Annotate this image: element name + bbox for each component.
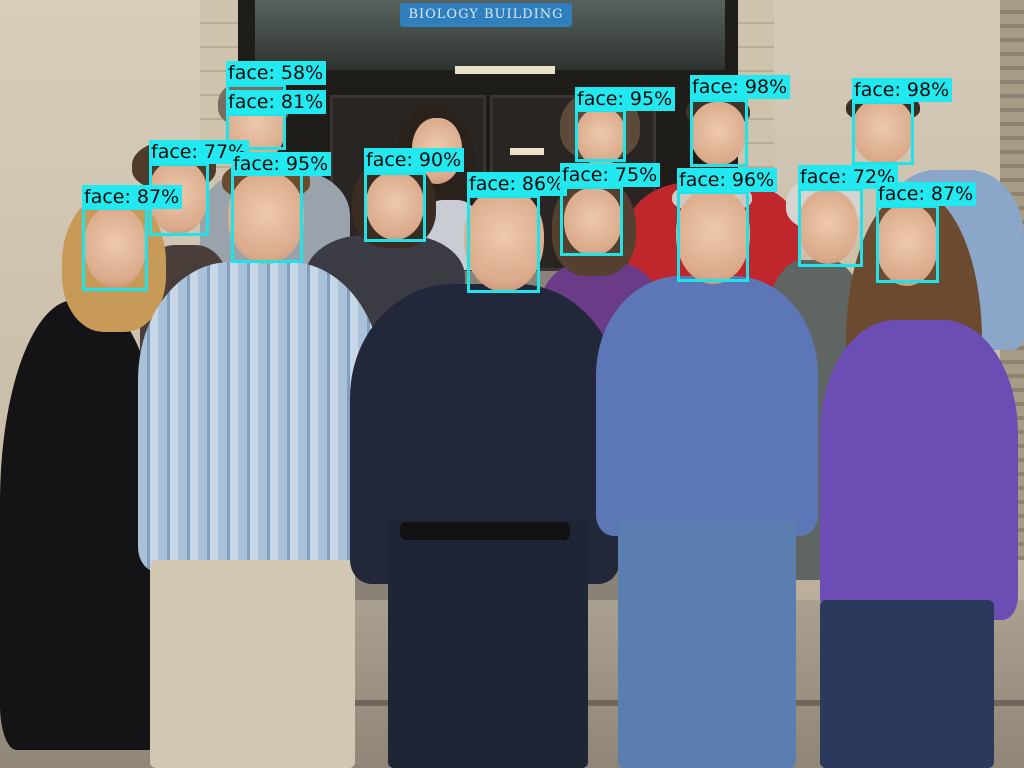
face-label-13: face: 72% [798, 165, 899, 189]
person-front-3-legs [388, 520, 588, 768]
face-box-6 [364, 172, 426, 242]
face-box-5 [82, 207, 148, 291]
face-box-2 [226, 113, 286, 150]
person-front-5-body [820, 320, 1018, 620]
face-label-2: face: 81% [226, 90, 327, 114]
face-label-11: face: 96% [677, 168, 778, 192]
person-front-4-head [676, 188, 750, 284]
person-front-2-body [138, 262, 382, 572]
face-box-9 [560, 186, 623, 256]
door-light [510, 148, 544, 155]
person-front-5-head [876, 204, 938, 286]
person-mid-3-head [564, 188, 622, 256]
person-front-1-head [84, 206, 146, 288]
person-front-3-belt [400, 522, 570, 540]
face-box-11 [677, 191, 749, 282]
face-box-12 [852, 101, 914, 165]
face-box-8 [575, 109, 626, 162]
face-box-4 [231, 173, 303, 263]
person-front-4-body [596, 276, 818, 536]
building-sign: BIOLOGY BUILDING [400, 3, 572, 27]
person-back-5-head [852, 98, 914, 164]
face-label-1: face: 58% [226, 61, 327, 85]
face-label-5: face: 87% [82, 185, 183, 209]
person-front-1-body [0, 300, 165, 750]
face-label-9: face: 75% [560, 163, 661, 187]
person-front-5-legs [820, 600, 994, 768]
face-label-8: face: 95% [575, 87, 676, 111]
face-label-4: face: 95% [231, 152, 332, 176]
person-back-4-head [690, 102, 746, 166]
face-box-14 [876, 205, 939, 283]
face-box-10 [690, 99, 748, 167]
face-box-7 [467, 195, 540, 293]
person-mid-2-head [366, 172, 424, 240]
face-label-12: face: 98% [852, 78, 953, 102]
person-front-2-legs [150, 560, 355, 768]
person-mid-4-head [798, 190, 858, 264]
face-label-6: face: 90% [364, 148, 465, 172]
face-label-14: face: 87% [876, 182, 977, 206]
face-box-13 [798, 188, 863, 267]
face-label-10: face: 98% [690, 75, 791, 99]
person-back-3-head [576, 108, 626, 166]
ceiling-light [455, 66, 555, 74]
person-front-3-head [464, 188, 544, 292]
person-front-2-head [228, 172, 304, 264]
person-front-4-legs [618, 520, 796, 768]
face-label-7: face: 86% [467, 172, 568, 196]
